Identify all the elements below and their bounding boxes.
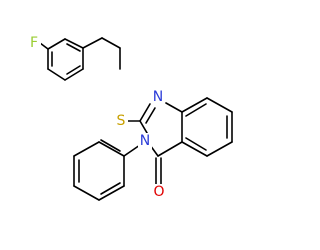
molecule-structure-diagram: F S N N O xyxy=(29,35,233,201)
bond xyxy=(64,38,84,49)
bond xyxy=(64,68,84,81)
bond xyxy=(47,38,66,50)
bond xyxy=(185,137,207,151)
bond xyxy=(181,141,208,157)
bond xyxy=(145,107,156,124)
fluorine-atom-label: F xyxy=(30,35,38,51)
bond xyxy=(100,182,121,195)
bond xyxy=(206,141,233,157)
bond xyxy=(98,141,125,157)
bond xyxy=(101,37,121,49)
bond xyxy=(181,97,208,113)
nitrogen-atom-3-label: N xyxy=(140,133,150,149)
bond xyxy=(39,42,49,50)
bond xyxy=(73,185,100,201)
bond xyxy=(66,65,81,75)
sulfur-atom-label: S xyxy=(117,113,126,129)
bond xyxy=(66,43,81,52)
bonds xyxy=(39,37,233,201)
bond xyxy=(82,37,103,49)
nitrogen-atom-1: N xyxy=(151,89,165,105)
bond xyxy=(47,68,66,81)
atom-labels: F S N N O xyxy=(29,35,166,200)
bond xyxy=(185,103,207,117)
fluorine-atom: F xyxy=(29,35,41,51)
bond xyxy=(139,103,151,122)
sulfur-atom: S xyxy=(114,113,128,129)
bond xyxy=(100,139,121,152)
oxygen-atom-label: O xyxy=(153,184,164,200)
bond xyxy=(165,102,183,113)
bond xyxy=(206,97,233,113)
nitrogen-atom-3: N xyxy=(138,133,152,149)
oxygen-atom: O xyxy=(152,184,166,200)
bond xyxy=(123,144,141,157)
bond xyxy=(98,185,125,201)
bond xyxy=(157,141,183,157)
bond xyxy=(73,141,100,157)
nitrogen-atom-1-label: N xyxy=(153,89,163,105)
